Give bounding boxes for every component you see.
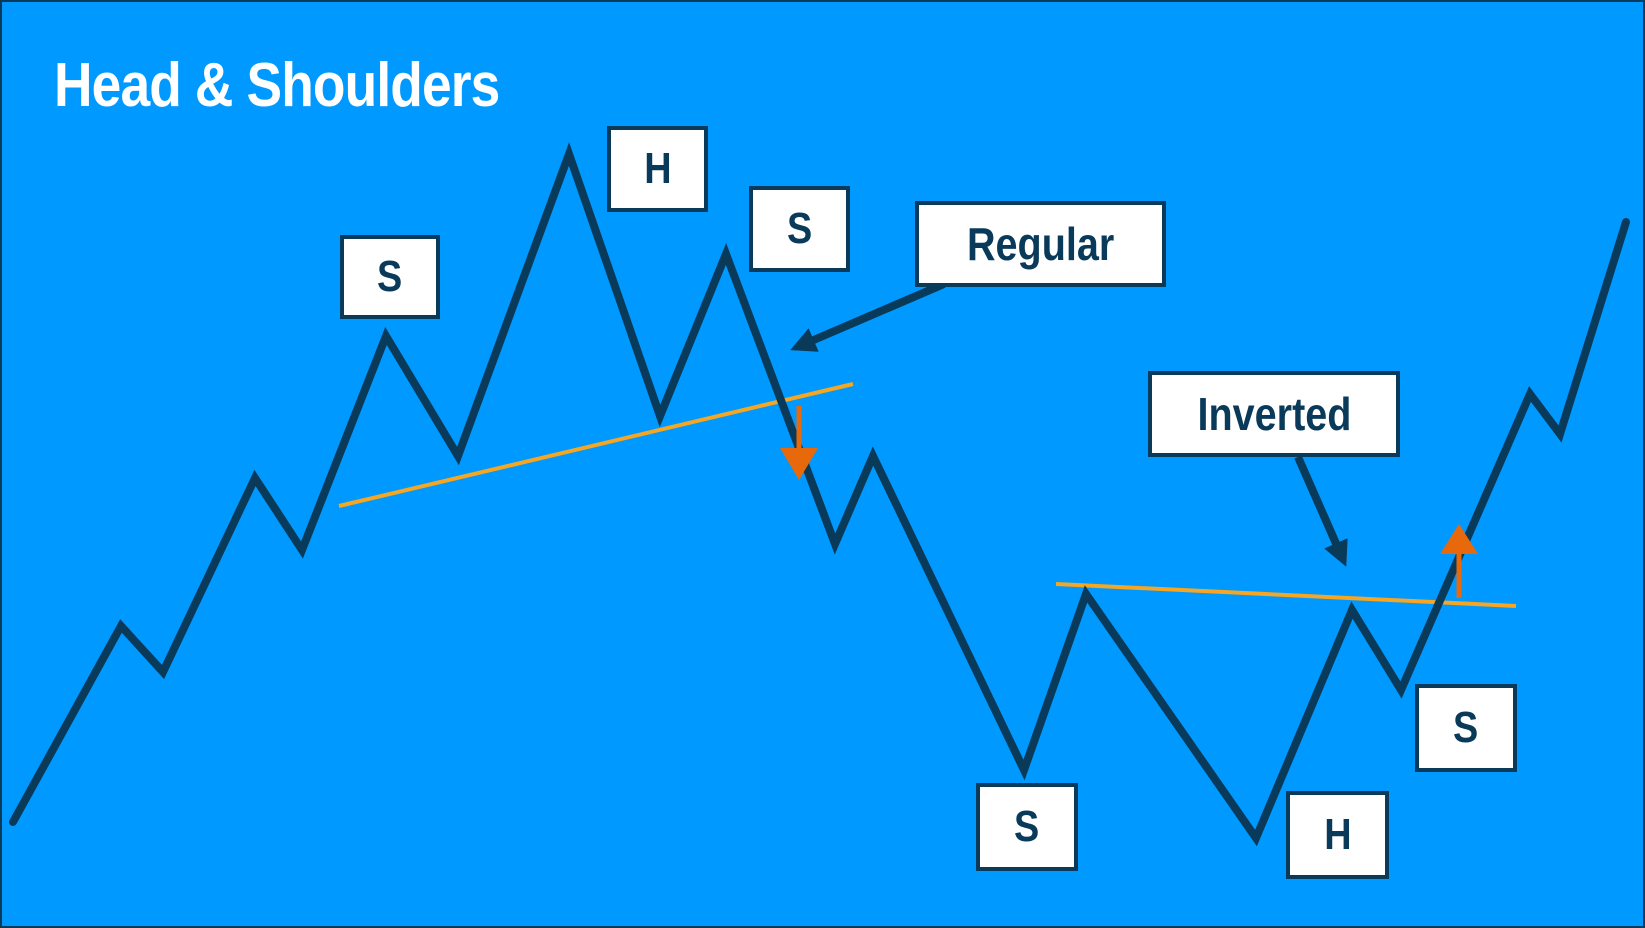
regular-right-shoulder-label: S bbox=[749, 186, 850, 272]
inverted-head-label: H bbox=[1286, 791, 1389, 879]
regular-callout: Regular bbox=[915, 201, 1166, 287]
price-line bbox=[9, 142, 1630, 847]
inverted-right-shoulder-label: S bbox=[1415, 684, 1517, 772]
regular-neckline bbox=[338, 382, 854, 508]
inverted-breakout-arrow bbox=[1440, 524, 1478, 598]
diagram-title: Head & Shoulders bbox=[54, 51, 500, 120]
inverted-pointer-arrow bbox=[1294, 455, 1348, 567]
regular-pointer-arrow bbox=[790, 280, 946, 352]
inverted-callout: Inverted bbox=[1148, 371, 1400, 457]
regular-breakdown-arrow bbox=[780, 406, 818, 480]
inverted-left-shoulder-label: S bbox=[976, 783, 1078, 871]
regular-head-label: H bbox=[607, 126, 708, 212]
regular-left-shoulder-label: S bbox=[340, 235, 440, 319]
